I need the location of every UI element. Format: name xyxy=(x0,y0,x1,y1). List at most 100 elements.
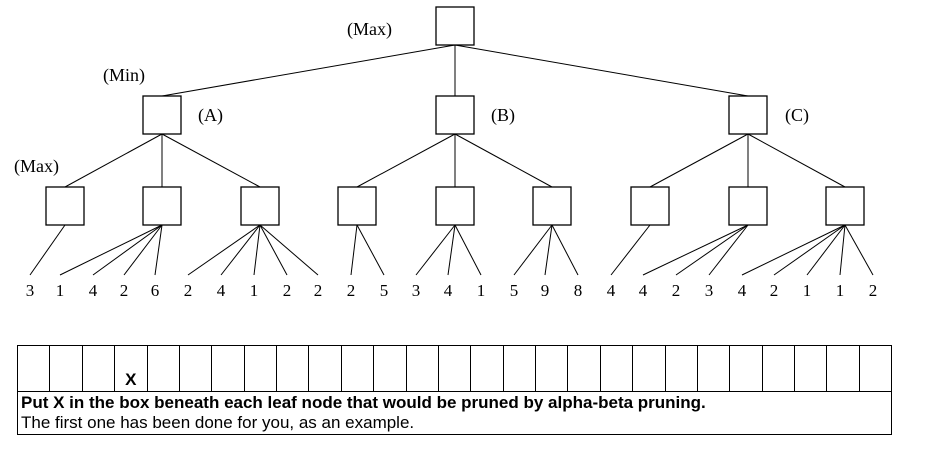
max-node-1 xyxy=(45,186,85,226)
answer-cells-row: X xyxy=(18,346,891,392)
answer-cell-27[interactable] xyxy=(858,346,891,391)
leaf-value-4: 2 xyxy=(120,281,129,300)
answer-cell-12[interactable] xyxy=(373,346,405,391)
tree-nodes xyxy=(45,6,865,226)
answer-cell-17[interactable] xyxy=(535,346,567,391)
edge-max-8-to-leaf-22 xyxy=(741,224,846,276)
edge-max-2-to-leaf-7 xyxy=(253,224,261,276)
leaf-value-26: 1 xyxy=(836,281,845,300)
edge-min-to-max-5 xyxy=(454,133,553,188)
leaf-value-3: 4 xyxy=(89,281,98,300)
edge-max-1-to-leaf-3 xyxy=(123,224,163,276)
edge-max-0-to-leaf-0 xyxy=(29,224,66,276)
answer-cell-10[interactable] xyxy=(308,346,340,391)
min-node-b xyxy=(435,95,475,135)
edge-min-to-max-2 xyxy=(161,133,261,188)
max-node-6 xyxy=(532,186,572,226)
leaf-value-23: 4 xyxy=(738,281,747,300)
answer-cell-25[interactable] xyxy=(794,346,826,391)
leaf-value-1: 3 xyxy=(26,281,35,300)
leaf-value-2: 1 xyxy=(56,281,65,300)
answer-cell-9[interactable] xyxy=(276,346,308,391)
max-node-4 xyxy=(337,186,377,226)
edge-max-3-to-leaf-10 xyxy=(350,224,358,276)
edge-min-to-max-6 xyxy=(649,133,749,188)
answer-cell-6[interactable] xyxy=(178,346,211,391)
leaf-value-13: 3 xyxy=(412,281,421,300)
answer-cell-2[interactable] xyxy=(49,346,81,391)
tree-edges xyxy=(64,44,846,188)
answer-box: X Put X in the box beneath each leaf nod… xyxy=(17,345,892,435)
edge-max-7-to-leaf-19 xyxy=(642,224,749,276)
min-node-c xyxy=(728,95,768,135)
answer-mark: X xyxy=(125,370,137,389)
edge-max-2-to-leaf-6 xyxy=(220,224,261,276)
leaf-value-9: 2 xyxy=(283,281,292,300)
answer-cell-1[interactable] xyxy=(18,346,49,391)
node-b-label: (B) xyxy=(491,105,515,126)
edge-max-1-to-leaf-1 xyxy=(59,224,163,276)
answer-cell-24[interactable] xyxy=(761,346,794,391)
node-c-label: (C) xyxy=(785,105,809,126)
answer-cell-15[interactable] xyxy=(470,346,502,391)
leaf-value-18: 8 xyxy=(574,281,583,300)
leaf-value-15: 1 xyxy=(477,281,486,300)
root-max-label: (Max) xyxy=(347,19,392,40)
answer-cell-20[interactable] xyxy=(632,346,664,391)
edge-max-6-to-leaf-18 xyxy=(610,224,651,276)
edge-min-to-max-0 xyxy=(64,133,163,188)
instruction-plain: The first one has been done for you, as … xyxy=(21,413,415,432)
answer-cell-22[interactable] xyxy=(696,346,729,391)
max-node-2 xyxy=(142,186,182,226)
max-node-5 xyxy=(435,186,475,226)
edge-max-8-to-leaf-24 xyxy=(806,224,846,276)
max-level-label: (Max) xyxy=(14,156,59,177)
answer-cell-13[interactable] xyxy=(405,346,438,391)
leaf-value-19: 4 xyxy=(607,281,616,300)
edge-max-1-to-leaf-2 xyxy=(92,224,163,276)
edge-max-8-to-leaf-25 xyxy=(839,224,846,276)
answer-cell-23[interactable] xyxy=(729,346,761,391)
instruction-bold: Put X in the box beneath each leaf node … xyxy=(21,393,706,412)
answer-cell-7[interactable] xyxy=(211,346,243,391)
edge-root-to-min-2 xyxy=(454,44,749,97)
edge-max-4-to-leaf-14 xyxy=(454,224,482,276)
leaf-value-11: 2 xyxy=(347,281,356,300)
edge-max-2-to-leaf-5 xyxy=(187,224,261,276)
leaf-value-8: 1 xyxy=(250,281,259,300)
answer-cell-19[interactable] xyxy=(599,346,632,391)
edge-max-5-to-leaf-16 xyxy=(544,224,553,276)
min-level-label: (Min) xyxy=(103,65,145,86)
leaf-value-17: 9 xyxy=(541,281,550,300)
edge-max-3-to-leaf-11 xyxy=(356,224,385,276)
edge-min-to-max-8 xyxy=(747,133,846,188)
answer-cell-16[interactable] xyxy=(502,346,535,391)
answer-cell-26[interactable] xyxy=(826,346,858,391)
edge-max-5-to-leaf-17 xyxy=(551,224,579,276)
leaf-value-24: 2 xyxy=(770,281,779,300)
edge-root-to-min-0 xyxy=(161,44,456,97)
leaf-value-5: 6 xyxy=(151,281,160,300)
edge-max-2-to-leaf-9 xyxy=(259,224,319,276)
leaf-value-16: 5 xyxy=(510,281,519,300)
leaf-value-14: 4 xyxy=(444,281,453,300)
min-node-a xyxy=(142,95,182,135)
leaf-value-10: 2 xyxy=(314,281,323,300)
answer-cell-3[interactable] xyxy=(81,346,114,391)
answer-cell-14[interactable] xyxy=(437,346,470,391)
max-node-3 xyxy=(240,186,280,226)
answer-cell-8[interactable] xyxy=(243,346,276,391)
edge-max-8-to-leaf-23 xyxy=(773,224,846,276)
answer-cell-4[interactable]: X xyxy=(114,346,146,391)
node-a-label: (A) xyxy=(198,105,223,126)
answer-cell-11[interactable] xyxy=(340,346,373,391)
answer-cell-21[interactable] xyxy=(664,346,697,391)
leaf-value-7: 4 xyxy=(217,281,226,300)
leaf-value-6: 2 xyxy=(184,281,193,300)
answer-cell-18[interactable] xyxy=(567,346,599,391)
answer-cell-5[interactable] xyxy=(146,346,179,391)
edge-max-5-to-leaf-15 xyxy=(513,224,553,276)
edge-max-4-to-leaf-13 xyxy=(447,224,456,276)
